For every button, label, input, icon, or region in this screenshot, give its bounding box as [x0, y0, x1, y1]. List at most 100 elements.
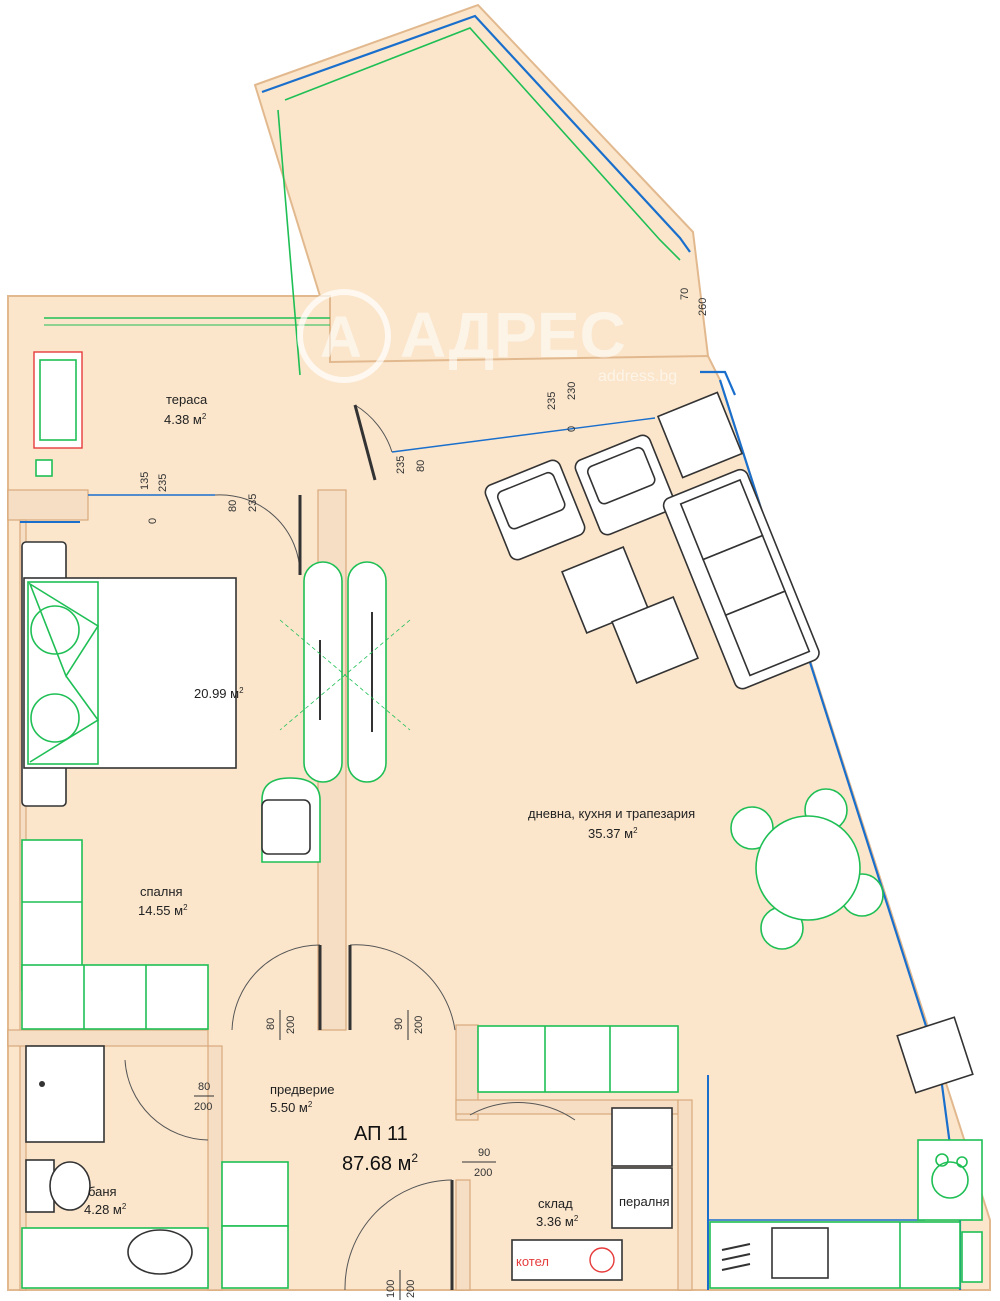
- dim-liv-door-h: 200: [413, 1016, 425, 1034]
- bathroom-label: баня: [88, 1184, 117, 1199]
- dim-storage-door-h: 200: [474, 1167, 492, 1179]
- living-area: 35.37 м2: [588, 826, 638, 841]
- storage-door-swing: [469, 1102, 576, 1121]
- apartment-area: 87.68 м2: [342, 1151, 418, 1175]
- dim-235-d: 235: [247, 494, 259, 512]
- dim-entry-w: 100: [385, 1280, 397, 1298]
- watermark: A АДРЕС address.bg: [297, 289, 677, 385]
- dim-235-c: 235: [157, 474, 169, 492]
- washbasin: [127, 1229, 193, 1275]
- main-floor: [7, 295, 991, 1291]
- stove: [917, 1139, 983, 1221]
- wall-terrace-bed-left: [7, 489, 89, 521]
- wall-bath-top: [7, 1029, 209, 1047]
- living-label: дневна, кухня и трапезария: [528, 806, 695, 821]
- bath-door-swing: [124, 1059, 209, 1141]
- fridge: [896, 1016, 974, 1094]
- dim-liv-door-w: 90: [393, 1018, 405, 1030]
- living-glass-door: [391, 417, 656, 453]
- laundry-box: [611, 1167, 673, 1229]
- wall-storage-west: [455, 1179, 471, 1291]
- bedroom-furniture: [21, 541, 411, 1030]
- hall-label: предверие: [270, 1082, 335, 1097]
- wall-storage-east: [677, 1099, 693, 1291]
- liv-door-swing: [349, 944, 456, 1031]
- upper-terrace-rail-left: [277, 109, 301, 376]
- dim-80-b: 80: [227, 500, 239, 512]
- bathroom-area: 4.28 м2: [84, 1202, 127, 1217]
- dim-235-b: 235: [395, 456, 407, 474]
- upper-terrace-rail: [284, 27, 681, 261]
- watermark-brand: АДРЕС: [400, 299, 626, 371]
- dining-chair-1: [730, 806, 774, 850]
- side-table: [656, 391, 744, 479]
- bedroom-label: спалня: [140, 884, 183, 899]
- kitchen: [477, 1016, 983, 1289]
- dim-entry-h: 200: [405, 1280, 417, 1298]
- dim-0-b: 0: [147, 518, 159, 524]
- pillow-2: [30, 693, 80, 743]
- boiler-label: котел: [516, 1254, 549, 1269]
- living-furniture: [484, 391, 884, 950]
- panel-diag-2: [279, 619, 411, 731]
- doors: [124, 404, 576, 1291]
- dish-rack: [721, 1243, 751, 1271]
- terrace-door-swing: [214, 494, 301, 576]
- terrace-area: 4.38 м2: [164, 412, 207, 427]
- room-labels: тераса 4.38 м2 20.99 м2 спалня 14.55 м2 …: [84, 392, 695, 1269]
- armchair-2: [574, 434, 676, 536]
- dim-230: 230: [566, 382, 578, 400]
- watermark-url: address.bg: [598, 368, 677, 385]
- dim-bed-door-h: 200: [285, 1016, 297, 1034]
- coffee-table-2: [610, 595, 700, 685]
- dim-bath-door-w: 80: [198, 1081, 210, 1093]
- dim-0-a: 0: [566, 426, 578, 432]
- kitchen-sink: [771, 1227, 829, 1279]
- dim-260: 260: [697, 298, 709, 316]
- east-corner-line: [700, 370, 737, 396]
- sliding-panel-right: [347, 561, 387, 783]
- entry-door-swing: [344, 1179, 453, 1291]
- kitchen-counter-top: [477, 1025, 679, 1093]
- vanity-stool: [261, 799, 311, 855]
- bed-door-swing: [231, 944, 321, 1031]
- terrace-cabinet: [33, 351, 83, 477]
- toilet-bowl: [49, 1161, 91, 1211]
- appliance-top: [611, 1107, 673, 1167]
- sofa: [662, 468, 820, 690]
- dim-bath-door-h: 200: [194, 1101, 212, 1113]
- bed-zone-area: 20.99 м2: [194, 686, 244, 701]
- hall-cabinet-1: [221, 1161, 289, 1227]
- bed-pillows: [27, 581, 99, 765]
- bed-blanket-folds: [28, 582, 100, 763]
- shower-tray: [25, 1045, 105, 1143]
- terrace-label: тераса: [166, 392, 208, 407]
- hall-area: 5.50 м2: [270, 1100, 313, 1115]
- pillow-1: [30, 605, 80, 655]
- laundry-label: пералня: [619, 1194, 670, 1209]
- dim-235-a: 235: [546, 392, 558, 410]
- living-door-swing: [354, 404, 393, 453]
- bedroom-area: 14.55 м2: [138, 903, 188, 918]
- storage-appliances: [511, 1107, 673, 1281]
- terrace-drain: [35, 459, 53, 477]
- upper-terrace-edge: [261, 14, 691, 253]
- sliding-panel-left: [303, 561, 343, 783]
- dining-table: [755, 815, 861, 921]
- dim-70: 70: [679, 288, 691, 300]
- dim-80-a: 80: [415, 460, 427, 472]
- dim-bed-door-w: 80: [265, 1018, 277, 1030]
- wardrobe-2: [21, 964, 209, 1030]
- bathroom-fixtures: [21, 1045, 289, 1289]
- living-door-leaf: [353, 404, 377, 481]
- logo-circle-icon: [297, 289, 391, 383]
- kitchen-counter-bottom: [709, 1221, 961, 1289]
- storage-label: склад: [538, 1196, 573, 1211]
- dim-storage-door-w: 90: [478, 1147, 490, 1159]
- svg-text:A: A: [320, 305, 362, 370]
- armchair-1: [484, 459, 586, 561]
- hall-cabinet-2: [221, 1225, 289, 1289]
- apartment-name: АП 11: [354, 1123, 408, 1145]
- kitchen-outlet: [961, 1231, 983, 1283]
